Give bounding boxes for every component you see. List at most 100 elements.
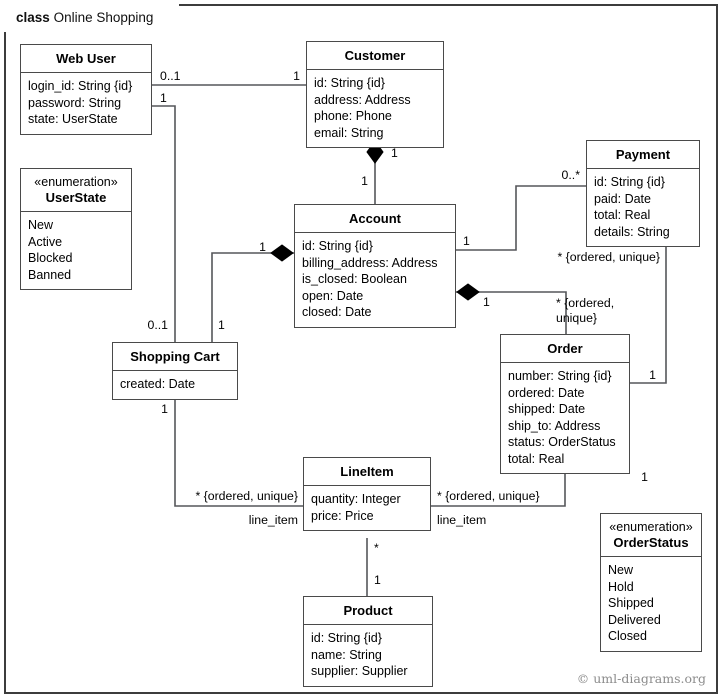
- attribute: phone: Phone: [314, 109, 392, 123]
- attribute: quantity: Integer: [311, 492, 401, 506]
- attribute: total: Real: [508, 451, 565, 466]
- class-account-attributes: id: String {id} billing_address: Address…: [295, 233, 455, 327]
- enumeration-name: UserState: [45, 190, 107, 205]
- label-payment-order-source: * {ordered, unique}: [557, 250, 660, 264]
- attribute: shipped: Date: [508, 402, 586, 416]
- enumeration-user-state-title: «enumeration» UserState: [21, 169, 131, 212]
- class-line-item-title: LineItem: [304, 458, 430, 486]
- label-lineitem-product-source: *: [374, 541, 379, 555]
- label-order-lineitem-role: line_item: [437, 513, 487, 527]
- enum-literal: New: [28, 218, 54, 232]
- attribute: address: Address: [314, 92, 411, 107]
- attribute: id: String {id}: [302, 239, 373, 253]
- label-cart-lineitem-target: * {ordered, unique}: [195, 489, 298, 503]
- label-cart-bottom-multiplicity: 1: [161, 402, 168, 416]
- label-order-lineitem-source: 1: [641, 470, 648, 484]
- attribute: price: Price: [311, 508, 374, 523]
- label-account-order-source: 1: [483, 295, 490, 309]
- enum-literal: Active: [28, 234, 63, 249]
- class-payment-attributes: id: String {id} paid: Date total: Real d…: [587, 169, 699, 246]
- class-line-item-attributes: quantity: Integer price: Price: [304, 486, 430, 530]
- edge-order-lineitem: [431, 463, 566, 507]
- label-line-1: * {ordered,: [556, 296, 615, 310]
- attribute: open: Date: [302, 288, 364, 303]
- enumeration-order-status[interactable]: «enumeration» OrderStatus New Hold Shipp…: [600, 513, 702, 652]
- label-account-order-target: * {ordered, unique}: [556, 296, 644, 325]
- attribute: email: String: [314, 125, 384, 140]
- class-product-attributes: id: String {id} name: String supplier: S…: [304, 625, 432, 686]
- attribute: name: String: [311, 647, 382, 662]
- label-cart-webuser-multiplicity: 0..1: [147, 318, 168, 332]
- attribute: closed: Date: [302, 305, 372, 319]
- class-payment[interactable]: Payment id: String {id} paid: Date total…: [586, 140, 700, 247]
- enum-literal: Closed: [608, 629, 647, 643]
- class-shopping-cart-attributes: created: Date: [113, 371, 237, 399]
- enum-literal: Banned: [28, 267, 72, 282]
- class-line-item[interactable]: LineItem quantity: Integer price: Price: [303, 457, 431, 531]
- class-web-user-attributes: login_id: String {id} password: String s…: [21, 73, 151, 134]
- attribute: status: OrderStatus: [508, 435, 616, 449]
- enumeration-order-status-literals: New Hold Shipped Delivered Closed: [601, 557, 701, 651]
- edge-shoppingcart-lineitem: [174, 397, 303, 507]
- label-line-2: unique}: [556, 310, 598, 325]
- class-order[interactable]: Order number: String {id} ordered: Date …: [500, 334, 630, 474]
- label-order-lineitem-target: * {ordered, unique}: [437, 489, 540, 503]
- frame-title-text: Online Shopping: [53, 10, 154, 25]
- attribute: id: String {id}: [594, 175, 665, 189]
- class-web-user[interactable]: Web User login_id: String {id} password:…: [20, 44, 152, 135]
- label-account-payment-source: 1: [463, 234, 470, 248]
- enum-literal: New: [608, 563, 634, 577]
- class-customer[interactable]: Customer id: String {id} address: Addres…: [306, 41, 444, 148]
- attribute: ship_to: Address: [508, 418, 601, 433]
- label-payment-order-target: 1: [649, 368, 656, 382]
- class-order-attributes: number: String {id} ordered: Date shippe…: [501, 363, 629, 473]
- label-account-cart-source: 1: [259, 240, 266, 254]
- attribute: state: UserState: [28, 112, 118, 126]
- label-cart-account-target: 1: [218, 318, 225, 332]
- edge-account-payment: [456, 185, 586, 251]
- class-account-title: Account: [295, 205, 455, 233]
- attribute: billing_address: Address: [302, 255, 438, 270]
- enumeration-order-status-title: «enumeration» OrderStatus: [601, 514, 701, 557]
- frame-keyword: class: [16, 10, 50, 25]
- enum-literal: Delivered: [608, 612, 661, 627]
- attribute: number: String {id}: [508, 369, 612, 383]
- attribute: ordered: Date: [508, 385, 585, 400]
- enumeration-name: OrderStatus: [613, 535, 689, 550]
- label-customer-account-target: 1: [391, 146, 398, 160]
- attribute: created: Date: [120, 377, 196, 391]
- enum-literal: Shipped: [608, 596, 654, 610]
- label-cart-lineitem-role: line_item: [248, 513, 298, 527]
- composition-diamond-account-order: [456, 283, 480, 301]
- label-webuser-customer-source: 0..1: [160, 69, 181, 83]
- edge-payment-order: [630, 240, 667, 384]
- enum-literal: Blocked: [28, 251, 73, 265]
- class-customer-attributes: id: String {id} address: Address phone: …: [307, 70, 443, 147]
- attribute: id: String {id}: [311, 631, 382, 645]
- stereotype-label: «enumeration»: [34, 175, 118, 189]
- enum-literal: Hold: [608, 579, 634, 594]
- enumeration-user-state[interactable]: «enumeration» UserState New Active Block…: [20, 168, 132, 290]
- frame-title: class Online Shopping: [4, 4, 180, 32]
- composition-diamond-account-cart: [270, 244, 294, 262]
- attribute: login_id: String {id}: [28, 79, 133, 93]
- attribute: is_closed: Boolean: [302, 272, 407, 286]
- attribute: id: String {id}: [314, 76, 385, 90]
- class-product[interactable]: Product id: String {id} name: String sup…: [303, 596, 433, 687]
- label-account-payment-target: 0..*: [561, 168, 580, 182]
- class-shopping-cart[interactable]: Shopping Cart created: Date: [112, 342, 238, 400]
- attribute: total: Real: [594, 208, 651, 222]
- attribute: details: String: [594, 224, 670, 239]
- class-account[interactable]: Account id: String {id} billing_address:…: [294, 204, 456, 328]
- stereotype-label: «enumeration»: [609, 520, 693, 534]
- class-web-user-title: Web User: [21, 45, 151, 73]
- label-webuser-customer-target: 1: [293, 69, 300, 83]
- class-customer-title: Customer: [307, 42, 443, 70]
- copyright-notice: © uml-diagrams.org: [576, 671, 706, 686]
- label-webuser-cart-source: 1: [160, 91, 167, 105]
- edge-webuser-shoppingcart: [152, 105, 176, 342]
- diagram-frame: [4, 4, 718, 694]
- class-order-title: Order: [501, 335, 629, 363]
- enumeration-user-state-literals: New Active Blocked Banned: [21, 212, 131, 289]
